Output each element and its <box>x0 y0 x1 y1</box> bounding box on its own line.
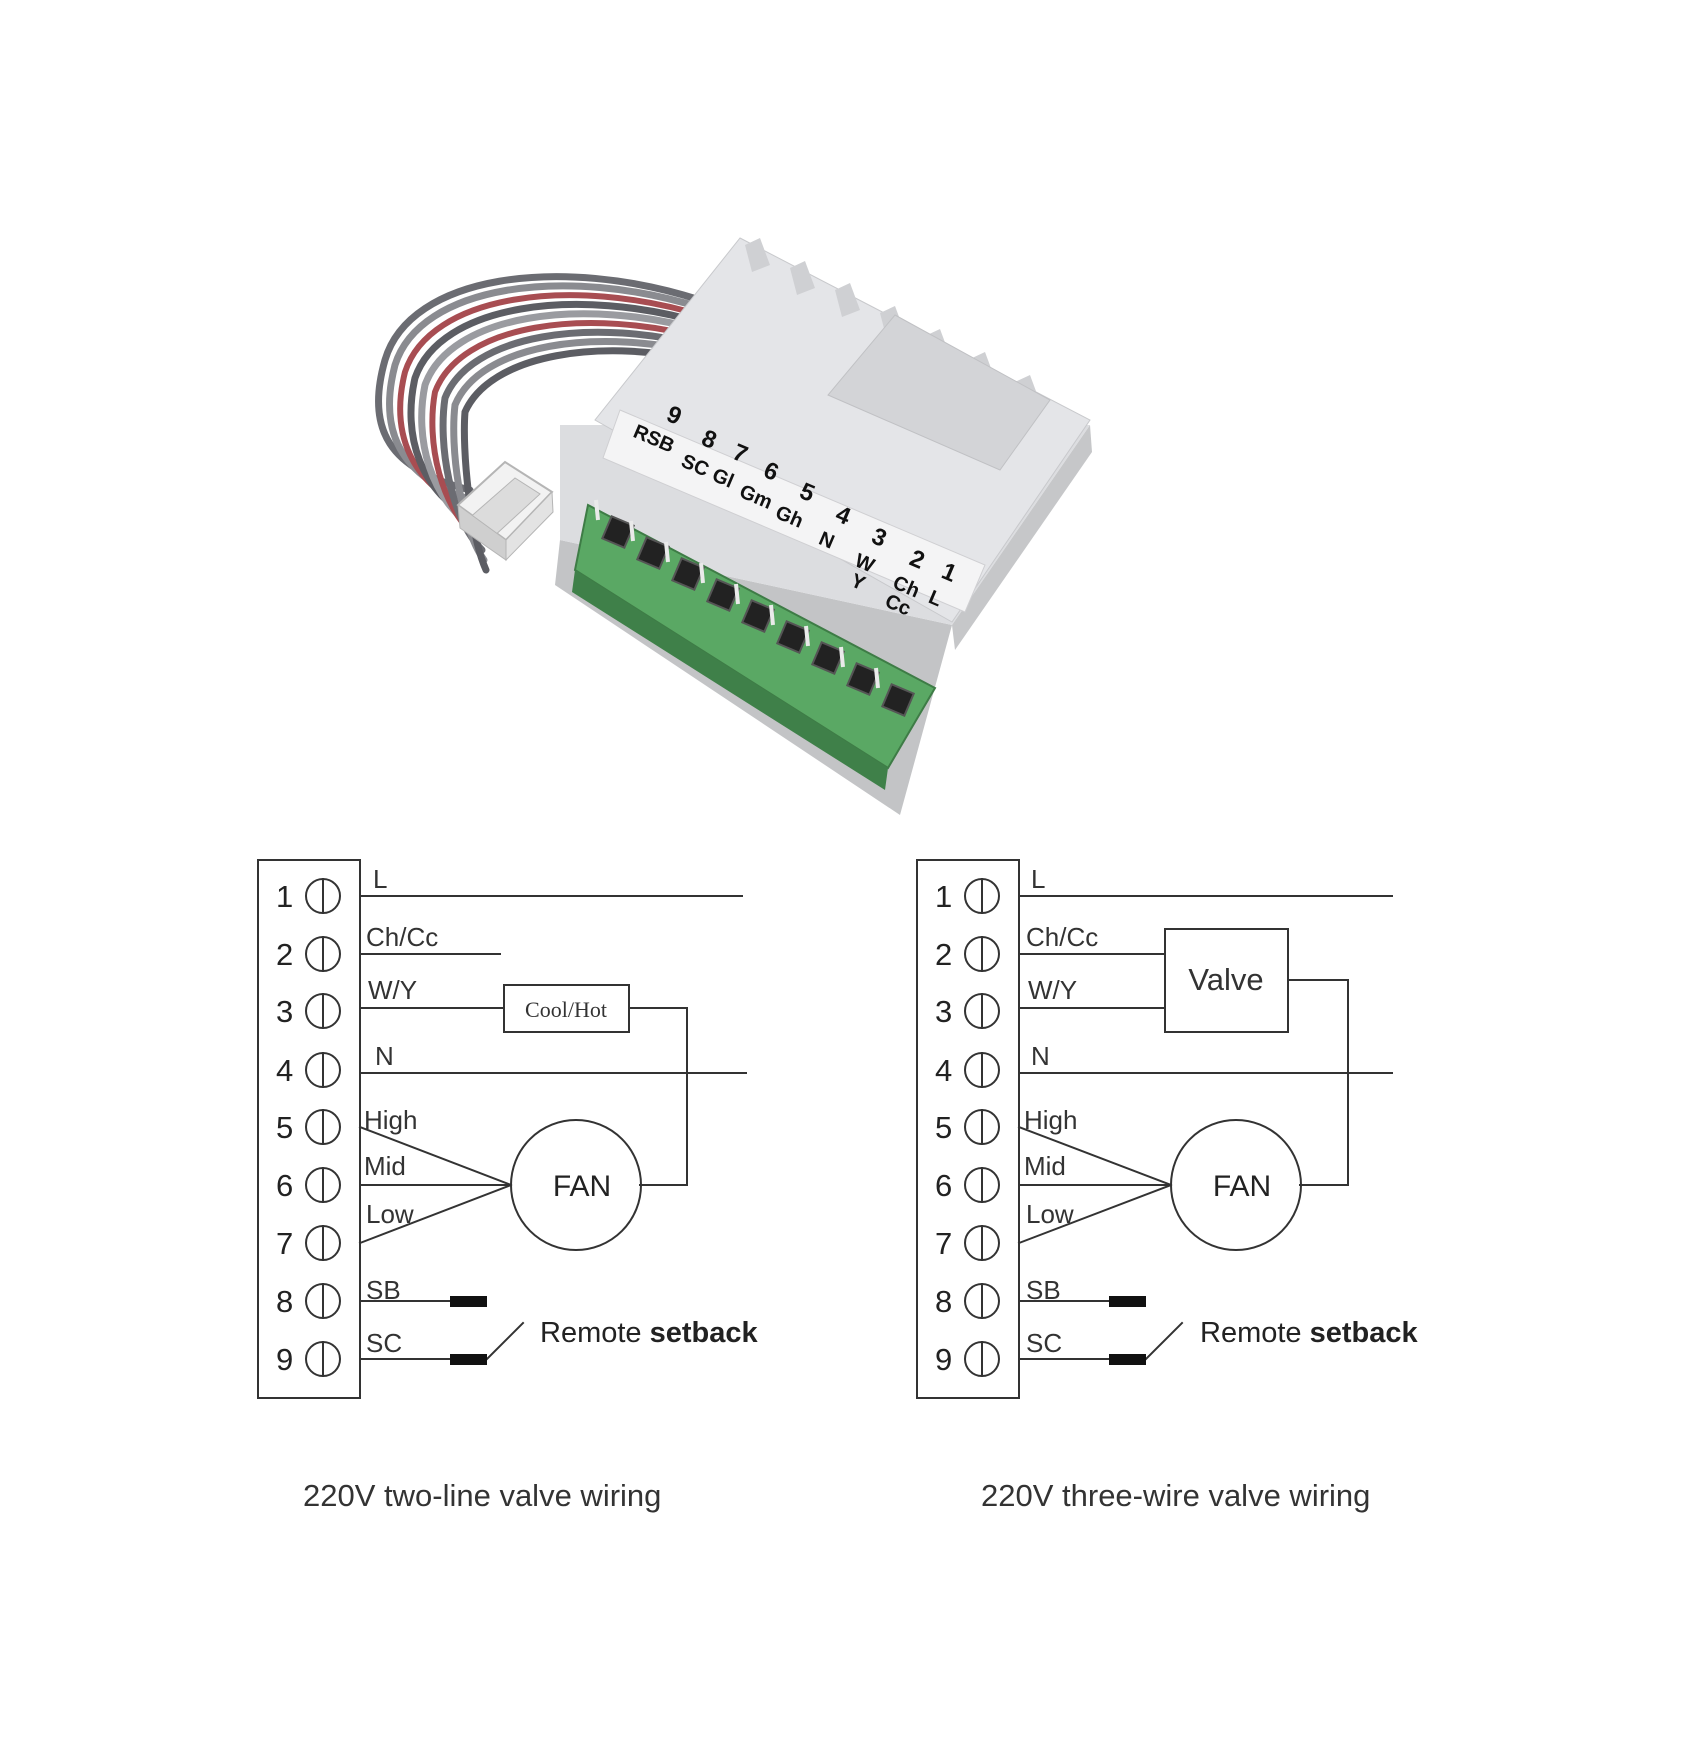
wire-label: L <box>1031 864 1045 894</box>
valve-label: Valve <box>1188 962 1263 997</box>
wiring-diagram-two-line: 1 2 3 4 5 6 7 8 9 Cool <box>257 859 758 1399</box>
wire-label: SC <box>366 1328 402 1358</box>
wire-label: N <box>375 1041 394 1071</box>
connector-plug <box>456 460 554 562</box>
remote-label: Remote <box>540 1317 642 1349</box>
wire-label: N <box>1031 1041 1050 1071</box>
terminal-number: 7 <box>276 1226 293 1261</box>
valve-box <box>1164 928 1289 1033</box>
terminal-number: 4 <box>935 1053 952 1088</box>
wire-label: High <box>1024 1105 1077 1135</box>
terminal-number: 9 <box>276 1342 293 1377</box>
valve-box <box>503 984 630 1033</box>
terminal-number: 1 <box>276 879 293 914</box>
terminal-number: 6 <box>276 1168 293 1203</box>
terminal-number: 3 <box>935 994 952 1029</box>
fan-label: FAN <box>1213 1170 1271 1203</box>
wire-label: Mid <box>364 1151 406 1181</box>
terminal-number: 9 <box>935 1342 952 1377</box>
wire-harness <box>374 273 720 574</box>
wire-label: SB <box>366 1275 401 1305</box>
terminal-number: 7 <box>935 1226 952 1261</box>
terminal-number: 2 <box>935 937 952 972</box>
setback-label: setback <box>1310 1317 1419 1349</box>
valve-label: Cool/Hot <box>525 997 607 1022</box>
diagram-caption-two-line: 220V two-line valve wiring <box>303 1478 662 1513</box>
terminal-number: 5 <box>935 1110 952 1145</box>
wire-label: High <box>364 1105 417 1135</box>
fan-symbol <box>1170 1119 1302 1251</box>
setback-label: setback <box>650 1317 759 1349</box>
terminal-number: 5 <box>276 1110 293 1145</box>
wire-label: L <box>373 864 387 894</box>
fan-label: FAN <box>553 1170 611 1203</box>
terminal-number: 2 <box>276 937 293 972</box>
terminal-number: 8 <box>935 1284 952 1319</box>
wire-label: W/Y <box>1028 975 1077 1005</box>
wire-label: Ch/Cc <box>1026 922 1098 952</box>
remote-setback-label: Remote setback <box>540 1317 758 1349</box>
wiring-diagram-three-wire: 1 2 3 4 5 6 7 8 9 Valve <box>916 859 1418 1399</box>
terminal-strip <box>916 859 1020 1399</box>
wire-label: Mid <box>1024 1151 1066 1181</box>
fan-symbol <box>510 1119 642 1251</box>
terminal-strip <box>257 859 361 1399</box>
remote-label: Remote <box>1200 1317 1302 1349</box>
terminal-block <box>572 499 937 790</box>
wire-label: Ch/Cc <box>366 922 438 952</box>
wire-label: SB <box>1026 1275 1061 1305</box>
terminal-number: 1 <box>935 879 952 914</box>
thermostat-wiring-module: 9 RSB 8 SC 7 Gl 6 Gm 5 Gh 4 N <box>374 237 1092 815</box>
diagram-caption-three-wire: 220V three-wire valve wiring <box>981 1478 1371 1513</box>
wire-label: Low <box>1026 1199 1074 1229</box>
terminal-number: 3 <box>276 994 293 1029</box>
wire-label: W/Y <box>368 975 417 1005</box>
terminal-number: 6 <box>935 1168 952 1203</box>
screw-terminals <box>964 878 1000 1377</box>
terminal-number: 4 <box>276 1053 293 1088</box>
wire-label: SC <box>1026 1328 1062 1358</box>
terminal-number: 8 <box>276 1284 293 1319</box>
remote-setback-label: Remote setback <box>1200 1317 1418 1349</box>
screw-terminals <box>305 878 341 1377</box>
wire-label: Low <box>366 1199 414 1229</box>
